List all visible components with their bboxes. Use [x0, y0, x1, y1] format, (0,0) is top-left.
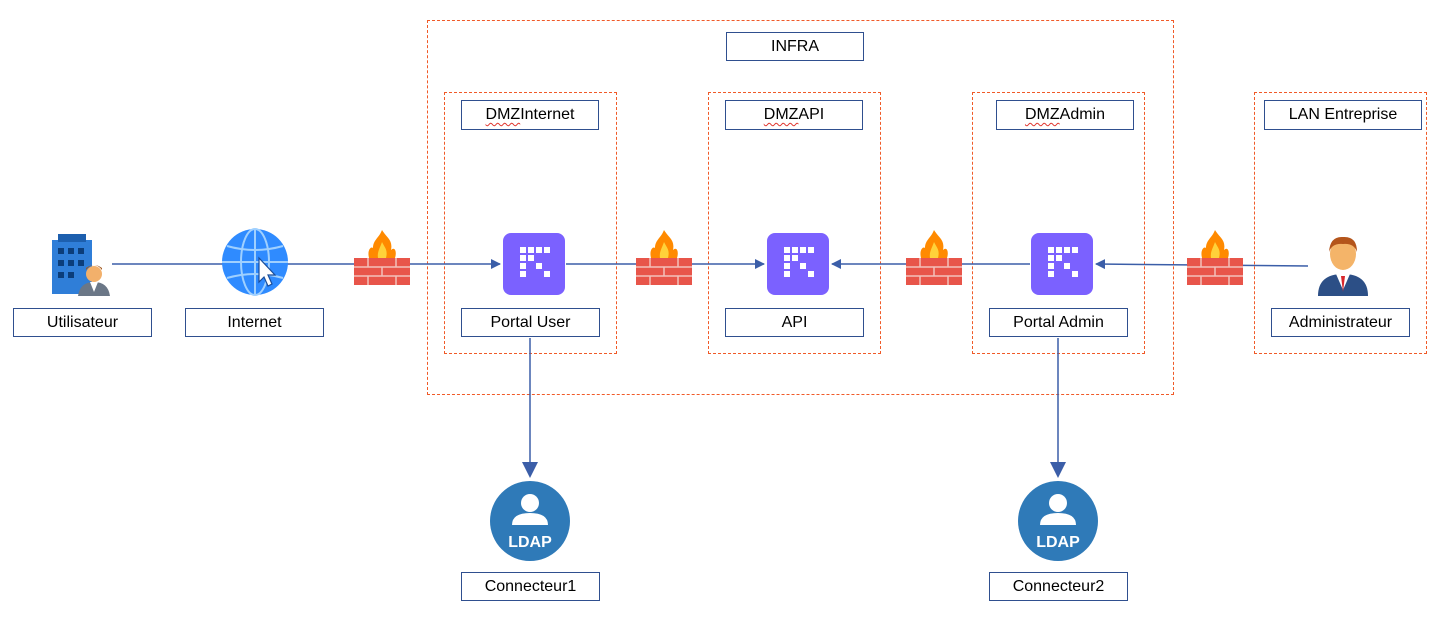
dmz-api-zone — [708, 92, 881, 354]
administrateur-label: Administrateur — [1271, 308, 1410, 337]
globe-cursor-icon — [221, 228, 289, 296]
lan-zone — [1254, 92, 1427, 354]
portal-admin-label: Portal Admin — [989, 308, 1128, 337]
firewall-icon — [905, 228, 963, 286]
api-label: API — [725, 308, 864, 337]
dmz-admin-label: DMZ Admin — [996, 100, 1134, 130]
firewall-icon — [1186, 228, 1244, 286]
portal-user-label: Portal User — [461, 308, 600, 337]
connecteur2-label: Connecteur2 — [989, 572, 1128, 601]
dmz-internet-label: DMZ Internet — [461, 100, 599, 130]
infra-label: INFRA — [726, 32, 864, 61]
svg-text:LDAP: LDAP — [1036, 534, 1080, 551]
ldap-icon: LDAP — [1018, 481, 1098, 561]
portal-app-icon — [767, 233, 829, 295]
infra-zone — [427, 20, 1174, 395]
firewall-icon — [353, 228, 411, 286]
arrowhead-ldap1 — [522, 462, 538, 478]
lan-label: LAN Entreprise — [1264, 100, 1422, 130]
portal-app-icon — [503, 233, 565, 295]
utilisateur-label: Utilisateur — [13, 308, 152, 337]
ldap-icon: LDAP — [490, 481, 570, 561]
person-icon — [1316, 234, 1370, 296]
arrowhead-ldap2 — [1050, 462, 1066, 478]
portal-app-icon — [1031, 233, 1093, 295]
dmz-api-label: DMZ API — [725, 100, 863, 130]
internet-label: Internet — [185, 308, 324, 337]
firewall-icon — [635, 228, 693, 286]
svg-text:LDAP: LDAP — [508, 534, 552, 551]
connecteur1-label: Connecteur1 — [461, 572, 600, 601]
building-user-icon — [50, 234, 110, 296]
